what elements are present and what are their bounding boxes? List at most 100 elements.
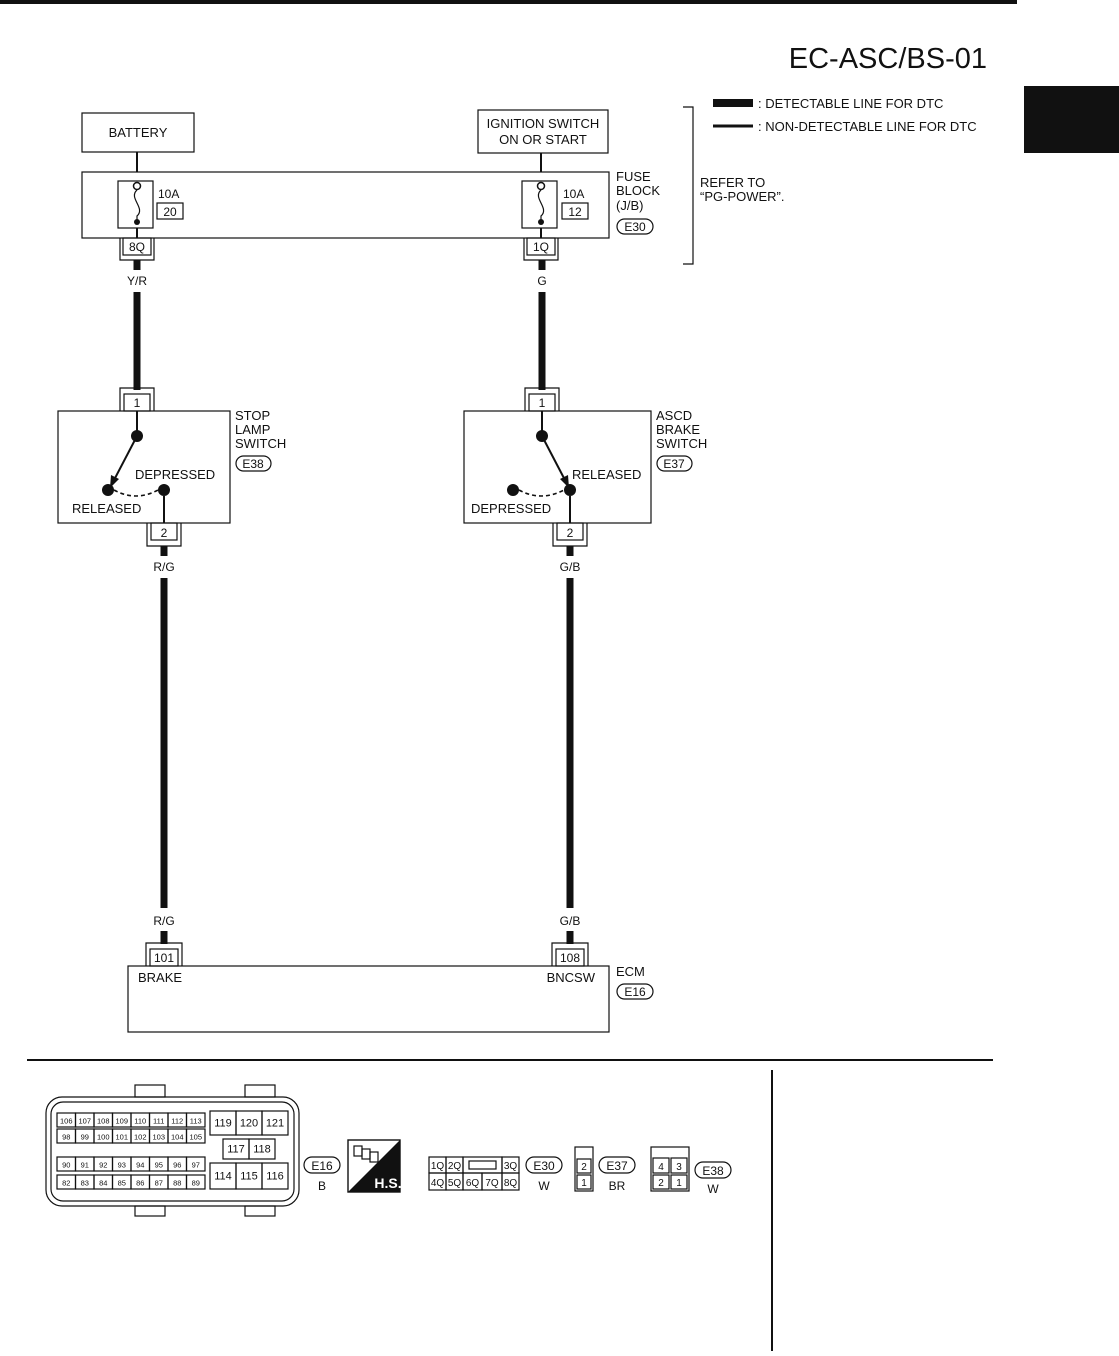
stop-lamp-line1: STOP xyxy=(235,408,270,423)
fuse-left-bottom-dot xyxy=(134,219,140,225)
connector-e37-face: 2 1 xyxy=(574,1146,594,1192)
refer-line1: REFER TO xyxy=(700,175,765,190)
e30-pin-4q: 4Q xyxy=(431,1178,445,1189)
ecm-term-brake: BRAKE xyxy=(138,970,182,985)
e37-connector-id: E37 xyxy=(606,1159,628,1173)
e16-pin-95: 95 xyxy=(155,1161,163,1170)
stop-lamp-arrow xyxy=(110,475,119,488)
ascd-arm xyxy=(541,435,567,483)
e37-pin-2: 2 xyxy=(581,1162,587,1173)
legend-detectable-swatch xyxy=(713,99,753,107)
e30-connector-color: W xyxy=(538,1179,550,1193)
e16-pin-87: 87 xyxy=(155,1179,163,1188)
stop-lamp-pin1: 1 xyxy=(134,396,141,410)
e16-pin-103: 103 xyxy=(152,1133,165,1142)
stop-lamp-depressed-label: DEPRESSED xyxy=(135,467,215,482)
ecm-connector-badge xyxy=(616,983,654,1000)
stop-lamp-connector-badge xyxy=(235,455,272,472)
ecm-pin101-bracket xyxy=(145,942,183,966)
wire-label-yr: Y/R xyxy=(127,274,147,288)
e30-pin-7q: 7Q xyxy=(485,1178,499,1189)
fuse-right-element xyxy=(537,189,545,222)
stop-lamp-switch-box xyxy=(57,410,231,524)
fuse-right-number: 12 xyxy=(568,205,582,219)
ascd-depressed-label: DEPRESSED xyxy=(471,501,551,516)
fuse-left-number: 20 xyxy=(163,205,177,219)
e16-pin-84: 84 xyxy=(99,1179,107,1188)
e37-connector-color: BR xyxy=(609,1179,626,1193)
e37-pin-1: 1 xyxy=(581,1178,587,1189)
e38-pin-1: 1 xyxy=(676,1178,682,1189)
fuse-block-line3: (J/B) xyxy=(616,198,643,213)
e16-pin-cell xyxy=(261,1110,289,1136)
ecm-term-bncsw: BNCSW xyxy=(547,970,596,985)
e16-pin-104: 104 xyxy=(171,1133,184,1142)
stop-lamp-connector: E38 xyxy=(242,457,264,471)
ascd-pin1: 1 xyxy=(539,396,546,410)
refer-line2: “PG-POWER”. xyxy=(700,189,785,204)
connector-e30-face: 1Q 2Q 3Q 4Q 5Q 6Q 7Q 8Q xyxy=(428,1156,520,1191)
ascd-pin2: 2 xyxy=(567,526,574,540)
e30-connector-id: E30 xyxy=(533,1159,555,1173)
fuse-left-number-box xyxy=(156,202,184,220)
e16-pin-102: 102 xyxy=(134,1133,147,1142)
ecm-pin108: 108 xyxy=(560,951,580,965)
stop-lamp-pin2: 2 xyxy=(161,526,168,540)
stop-lamp-released-label: RELEASED xyxy=(72,501,141,516)
ascd-connector-badge xyxy=(656,455,693,472)
legend-detectable-label: : DETECTABLE LINE FOR DTC xyxy=(758,96,943,111)
e16-pin-106: 106 xyxy=(60,1117,73,1126)
stop-lamp-line3: SWITCH xyxy=(235,436,286,451)
e16-pin-107: 107 xyxy=(78,1117,91,1126)
fuse-left-element xyxy=(133,189,141,222)
fuse-block-box xyxy=(81,171,610,239)
terminal-8q: 8Q xyxy=(129,240,145,254)
hs-symbol: H.S. xyxy=(347,1139,402,1193)
e30-pin-6q: 6Q xyxy=(466,1178,480,1189)
page-code: EC-ASC/BS-01 xyxy=(789,43,987,75)
e30-pin-2q: 2Q xyxy=(448,1161,462,1172)
ascd-line3: SWITCH xyxy=(656,436,707,451)
ascd-released-contact xyxy=(564,484,576,496)
ecm-connector: E16 xyxy=(624,985,646,999)
e16-pin-90: 90 xyxy=(62,1161,70,1170)
e16-connector-color: B xyxy=(318,1179,326,1193)
wire-label-gb-top: G/B xyxy=(560,560,581,574)
ignition-line2: ON OR START xyxy=(499,132,587,147)
wire-label-rg-top: R/G xyxy=(153,560,174,574)
ascd-arrow xyxy=(560,475,569,488)
stop-lamp-depressed-contact xyxy=(158,484,170,496)
wire-label-gb-bottom: G/B xyxy=(560,914,581,928)
ascd-released-label: RELEASED xyxy=(572,467,641,482)
connector-e38-face: 4 3 2 1 xyxy=(650,1146,690,1192)
e16-pin-cell xyxy=(185,1112,206,1128)
e16-pin-105: 105 xyxy=(189,1133,202,1142)
stop-lamp-released-contact xyxy=(102,484,114,496)
e16-pin-cell xyxy=(248,1138,276,1160)
stop-lamp-pin2-box xyxy=(150,522,178,541)
e16-pin-113: 113 xyxy=(190,1117,202,1126)
e16-pin-97: 97 xyxy=(192,1161,200,1170)
e16-pin-94: 94 xyxy=(136,1161,144,1170)
e16-pin-83: 83 xyxy=(81,1179,89,1188)
stop-lamp-line2: LAMP xyxy=(235,422,270,437)
e16-pin-91: 91 xyxy=(81,1161,89,1170)
section-tab xyxy=(1024,86,1119,153)
e30-pin-3q: 3Q xyxy=(504,1161,518,1172)
ecm-pin108-bracket xyxy=(551,942,589,966)
e16-pin-112: 112 xyxy=(171,1117,183,1126)
e16-connector-id: E16 xyxy=(311,1159,333,1173)
e16-pin-119: 119 xyxy=(214,1118,232,1130)
e38-pin-4: 4 xyxy=(658,1162,664,1173)
stop-lamp-arm xyxy=(112,435,138,483)
e16-pin-86: 86 xyxy=(136,1179,144,1188)
top-border xyxy=(0,0,1017,4)
e16-pin-109: 109 xyxy=(115,1117,128,1126)
e30-pin-1q: 1Q xyxy=(431,1161,445,1172)
ascd-pin2-box xyxy=(556,522,584,541)
ascd-pin1-bracket xyxy=(524,387,560,411)
